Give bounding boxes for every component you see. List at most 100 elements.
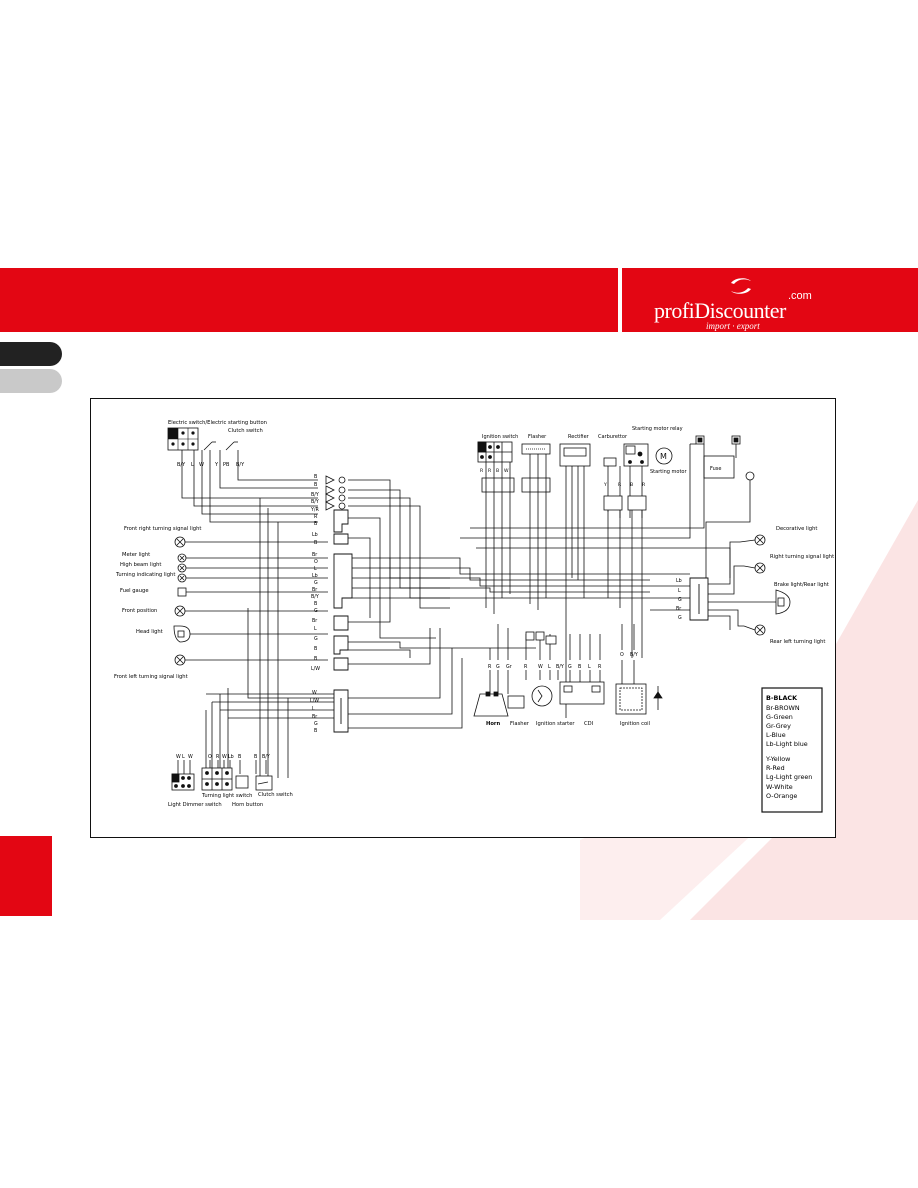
svg-text:B/Y: B/Y bbox=[556, 664, 564, 670]
label-dimmer-switch: Light Dimmer switch bbox=[168, 802, 222, 808]
brand-name: profiDiscounter bbox=[654, 298, 786, 323]
legend-item-9: W-White bbox=[766, 783, 793, 791]
label-head-light: Head light bbox=[136, 629, 163, 635]
svg-text:O: O bbox=[620, 652, 624, 658]
svg-text:B: B bbox=[314, 646, 317, 652]
brand-tld: .com bbox=[788, 290, 812, 302]
svg-text:Br: Br bbox=[676, 606, 681, 612]
left-connector-codes: B B B/Y B/Y Y/R R B Lb B Br O L Lb G Br … bbox=[310, 474, 320, 672]
label-clutch-switch-bottom: Clutch switch bbox=[258, 792, 293, 798]
label-front-left-turn: Front left turning signal light bbox=[114, 674, 188, 680]
svg-text:L: L bbox=[314, 566, 317, 572]
brand-logo[interactable]: .com profiDiscounter import · export bbox=[640, 276, 910, 331]
label-fuel-gauge: Fuel gauge bbox=[120, 588, 149, 594]
top-left-wires bbox=[181, 450, 318, 523]
right-connector-block bbox=[689, 577, 709, 621]
label-rear-left-turn: Rear left turning light bbox=[770, 639, 825, 645]
bottom-left-codes: W L W O R W Lb B B B/Y bbox=[176, 754, 270, 760]
label-front-position: Front position bbox=[122, 608, 157, 614]
left-connector-blocks bbox=[333, 509, 353, 671]
code-top-left-5: B/Y bbox=[236, 462, 245, 468]
svg-text:O: O bbox=[208, 754, 212, 760]
svg-text:B: B bbox=[314, 601, 317, 607]
svg-text:G: G bbox=[314, 580, 318, 586]
brand-tagline: import · export bbox=[706, 321, 760, 331]
svg-text:B/Y: B/Y bbox=[262, 754, 270, 760]
code-top-left-1: L bbox=[191, 462, 194, 468]
label-ignition-coil: Ignition coil bbox=[620, 721, 650, 727]
legend-item-0: B-BLACK bbox=[766, 694, 798, 702]
svg-text:B: B bbox=[578, 664, 581, 670]
left-lamp-wires bbox=[185, 541, 328, 661]
label-ignition-switch: Ignition switch bbox=[482, 434, 518, 440]
starting-motor-icon: M bbox=[655, 447, 673, 465]
svg-text:L: L bbox=[678, 588, 681, 594]
svg-text:W: W bbox=[222, 754, 227, 760]
svg-text:G: G bbox=[678, 615, 682, 621]
svg-text:G: G bbox=[314, 636, 318, 642]
main-harness bbox=[348, 479, 690, 665]
tab-dark[interactable] bbox=[0, 342, 62, 366]
wiring-diagram: Electric switch/Electric starting button… bbox=[90, 398, 836, 838]
bottom-switch-boxes bbox=[171, 767, 273, 791]
legend-item-1: Br-BROWN bbox=[766, 704, 800, 712]
code-top-left-0: B/Y bbox=[177, 462, 186, 468]
svg-text:G: G bbox=[568, 664, 572, 670]
bottom-mid-components bbox=[473, 631, 663, 717]
svg-text:L: L bbox=[182, 754, 185, 760]
legend-item-5: Lb-Light blue bbox=[766, 740, 808, 748]
label-flasher-bottom: Flasher bbox=[510, 721, 530, 727]
right-lamps bbox=[754, 534, 791, 636]
label-high-beam: High beam light bbox=[120, 562, 161, 568]
right-lamp-wires bbox=[739, 539, 776, 631]
flasher-box bbox=[521, 443, 551, 455]
svg-text:B: B bbox=[238, 754, 241, 760]
label-horn-button: Horn button bbox=[232, 802, 263, 808]
right-connector-codes: Lb L G Br G bbox=[676, 578, 682, 621]
label-carburettor: Carburettor bbox=[598, 434, 628, 440]
svg-text:B: B bbox=[254, 754, 257, 760]
legend-item-6: Y-Yellow bbox=[765, 755, 790, 763]
svg-text:R: R bbox=[642, 482, 646, 488]
label-decorative-light: Decorative light bbox=[776, 526, 817, 532]
svg-text:Lb: Lb bbox=[312, 532, 318, 538]
svg-text:B: B bbox=[314, 474, 317, 480]
ignition-switch-box bbox=[477, 441, 513, 463]
side-red-block bbox=[0, 836, 52, 916]
tab-grey[interactable] bbox=[0, 369, 62, 393]
label-front-right-turn: Front right turning signal light bbox=[124, 526, 201, 532]
right-wires bbox=[708, 541, 746, 630]
svg-text:W: W bbox=[538, 664, 543, 670]
svg-text:R: R bbox=[488, 664, 492, 670]
wiring-diagram-svg: Electric switch/Electric starting button… bbox=[90, 398, 836, 838]
svg-text:R: R bbox=[598, 664, 602, 670]
header-bar bbox=[0, 268, 918, 332]
svg-text:L: L bbox=[312, 706, 315, 712]
ignition-codes: R R B W bbox=[480, 468, 509, 474]
svg-text:Y/R: Y/R bbox=[310, 507, 320, 513]
label-turn-indicating: Turning indicating light bbox=[115, 572, 175, 578]
svg-text:G: G bbox=[314, 608, 318, 614]
svg-text:B/Y: B/Y bbox=[311, 492, 319, 498]
relay-box bbox=[623, 443, 649, 467]
logo-swirl-icon bbox=[731, 278, 751, 294]
legend-item-3: Gr-Grey bbox=[766, 722, 791, 730]
code-top-left-3: Y bbox=[214, 462, 219, 468]
label-horn: Horn bbox=[486, 721, 500, 727]
svg-text:G: G bbox=[496, 664, 500, 670]
svg-text:W: W bbox=[312, 690, 317, 696]
bottom-connector-codes: W L/W L Br G B bbox=[310, 690, 319, 734]
svg-text:B/Y: B/Y bbox=[311, 499, 319, 505]
code-top-left-4: PB bbox=[223, 462, 230, 468]
switch-contacts bbox=[203, 441, 238, 451]
legend-item-10: O-Orange bbox=[766, 792, 797, 800]
svg-text:L: L bbox=[314, 626, 317, 632]
legend-item-4: L-Blue bbox=[766, 731, 786, 739]
svg-text:R: R bbox=[524, 664, 528, 670]
svg-text:B/Y: B/Y bbox=[311, 594, 319, 600]
svg-text:B: B bbox=[314, 656, 317, 662]
svg-text:Br: Br bbox=[312, 618, 317, 624]
svg-text:L/W: L/W bbox=[310, 698, 319, 704]
svg-text:G: G bbox=[314, 721, 318, 727]
svg-text:B: B bbox=[630, 482, 633, 488]
